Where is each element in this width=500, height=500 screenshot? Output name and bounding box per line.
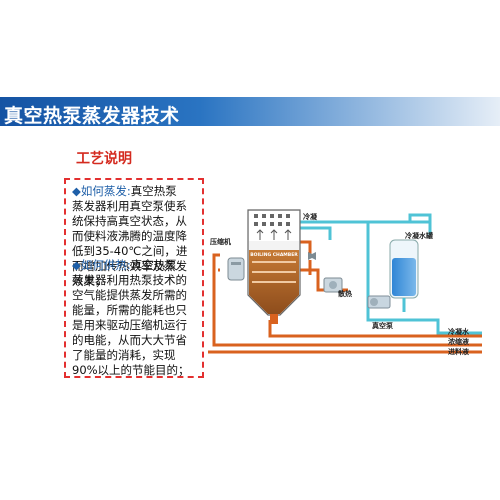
label-condense: 冷凝 [303, 212, 318, 221]
header-bar: 真空热泵蒸发器技术 [0, 97, 500, 127]
item2-line-5: 的电能，从而大大节省 [72, 333, 187, 347]
header-background [0, 97, 500, 126]
item1-line-3: 而使料液沸腾的温度降 [72, 229, 187, 243]
item1-heading: ◆如何蒸发: [72, 184, 131, 198]
condensate-tank [389, 239, 419, 312]
label-out-condensate: 冷凝水 [448, 327, 470, 336]
item2-line-1: 蒸发器利用热泵技术的 [72, 273, 187, 287]
chamber-label: BOILING CHAMBER [250, 252, 298, 258]
compressor [227, 257, 245, 281]
item1-line-4: 低到35-40℃之间，进 [72, 244, 188, 258]
label-heat-dissipation: 散热 [338, 289, 352, 298]
item2-line-6: 了能量的消耗，实现 [72, 348, 176, 362]
item1-line-2: 统保持高真空状态，从 [72, 214, 187, 228]
item2-line-2: 空气能提供蒸发所需的 [72, 288, 187, 302]
label-condensate-tank: 冷凝水罐 [405, 231, 433, 240]
label-compressor: 压缩机 [210, 237, 231, 246]
description-box: ◆如何蒸发:真空热泵 蒸发器利用真空泵使系 统保持高真空状态，从 而使料液沸腾的… [64, 178, 204, 378]
page-title: 真空热泵蒸发器技术 [4, 105, 180, 127]
item2-line-3: 能量，所需的能耗也只 [72, 303, 187, 317]
item2-heading: ◆如何供热: [72, 258, 131, 272]
description-item-heating: ◆如何供热:真空热泵 蒸发器利用热泵技术的 空气能提供蒸发所需的 能量，所需的能… [72, 258, 196, 378]
process-diagram: BOILING CHAMBER 压缩机 冷凝 冷凝水罐 散热 真空泵 冷凝水 浓… [208, 209, 482, 356]
item2-line-0: 真空热泵 [130, 258, 177, 272]
condensate-piping [300, 213, 482, 335]
item1-line-5: 而增加传热效率及蒸发 [72, 259, 187, 273]
label-vacuum-pump: 真空泵 [372, 321, 393, 330]
description-item-evaporation: ◆如何蒸发:真空热泵 蒸发器利用真空泵使系 统保持高真空状态，从 而使料液沸腾的… [72, 184, 196, 289]
boiling-chamber: BOILING CHAMBER [247, 209, 301, 324]
vacuum-pump [367, 295, 391, 309]
label-out-concentrate: 浓缩液 [448, 337, 470, 346]
process-piping [208, 240, 482, 354]
item1-line-0: 真空热泵 [130, 184, 177, 198]
heat-dissipation-unit [323, 277, 343, 293]
label-in-feed: 进料液 [448, 347, 470, 356]
item1-line-1: 蒸发器利用真空泵使系 [72, 199, 187, 213]
item1-line-6: 效果； [72, 274, 107, 288]
section-title: 工艺说明 [76, 151, 132, 167]
valve [308, 252, 316, 260]
item2-line-7: 90%以上的节能目的； [72, 363, 190, 377]
item2-line-4: 是用来驱动压缩机运行 [72, 318, 187, 332]
